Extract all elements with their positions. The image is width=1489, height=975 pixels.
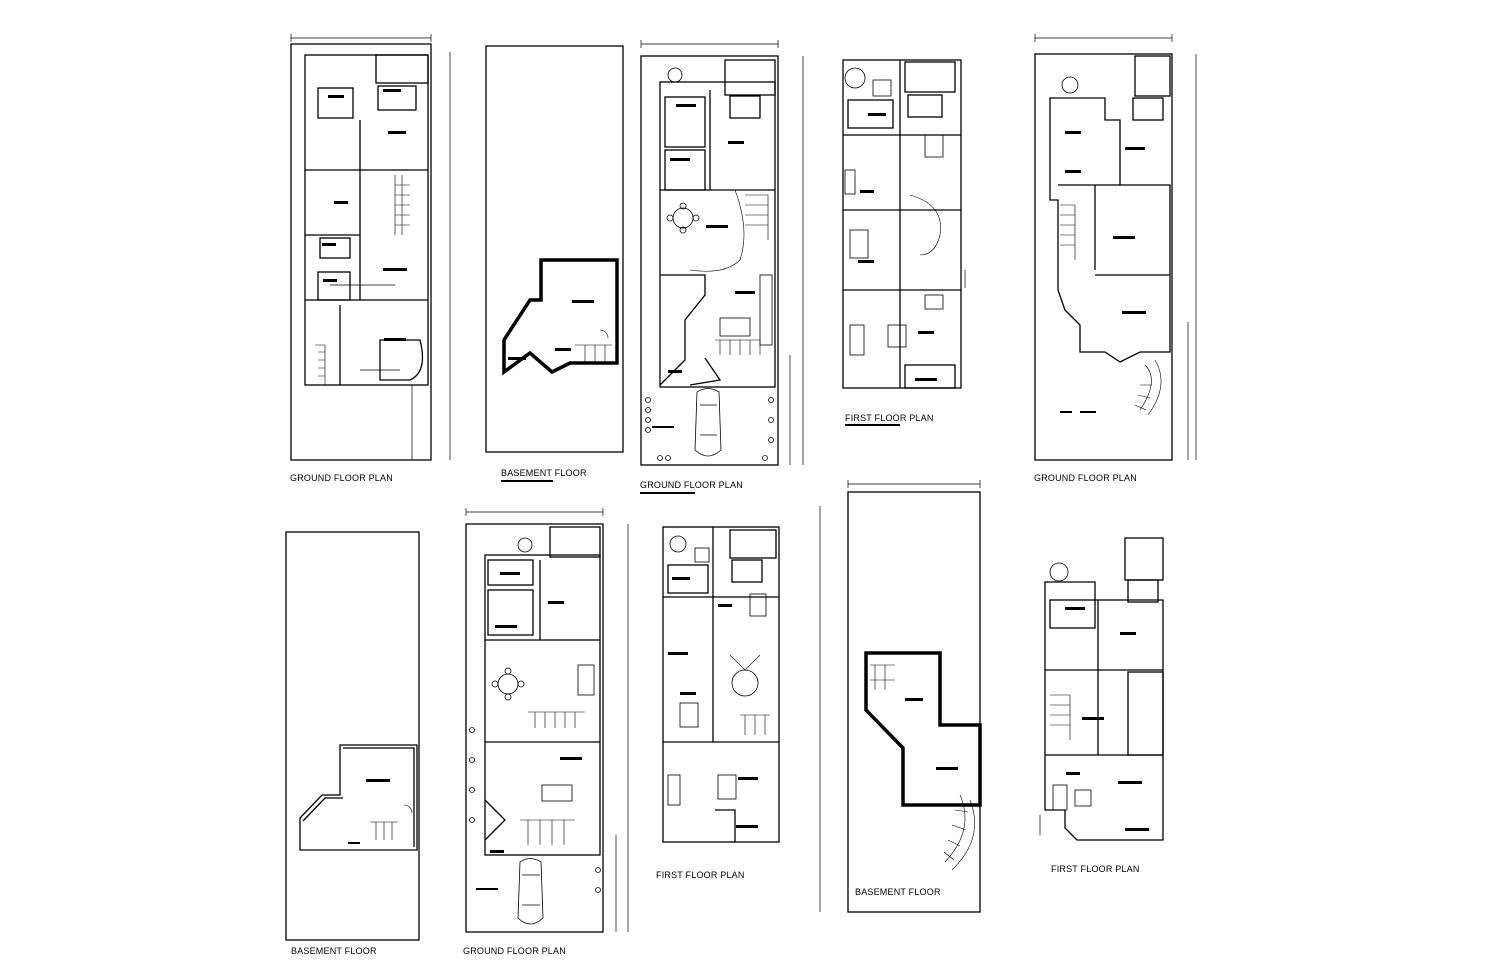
basement-floor-plan-1 [485, 45, 624, 453]
basement-floor-label-3: BASEMENT FLOOR [855, 887, 941, 897]
ground-floor-plan-2 [640, 40, 804, 466]
ground-floor-plan-3 [1034, 34, 1197, 461]
first-floor-label-2: FIRST FLOOR PLAN [656, 870, 745, 880]
first-floor-label-1: FIRST FLOOR PLAN [845, 413, 934, 423]
basement-floor-label-2: BASEMENT FLOOR [291, 946, 377, 956]
basement-floor-underline-1 [501, 480, 553, 482]
first-floor-plan-3 [1039, 537, 1164, 841]
first-floor-plan-2 [662, 526, 780, 843]
basement-floor-plan-2 [285, 531, 420, 941]
first-floor-label-3: FIRST FLOOR PLAN [1051, 864, 1140, 874]
ground-floor-label-3: GROUND FLOOR PLAN [1034, 473, 1137, 483]
ground-floor-plan-1 [290, 34, 451, 461]
first-floor-plan-1 [842, 59, 966, 389]
basement-floor-plan-3 [819, 480, 982, 913]
ground-floor-plan-4 [465, 508, 629, 933]
ground-floor-label-1: GROUND FLOOR PLAN [290, 473, 393, 483]
basement-floor-label-1: BASEMENT FLOOR [501, 468, 587, 478]
ground-floor-underline-2 [640, 492, 695, 494]
ground-floor-label-2: GROUND FLOOR PLAN [640, 480, 743, 490]
ground-floor-label-4: GROUND FLOOR PLAN [463, 946, 566, 956]
first-floor-underline-1 [845, 424, 900, 426]
